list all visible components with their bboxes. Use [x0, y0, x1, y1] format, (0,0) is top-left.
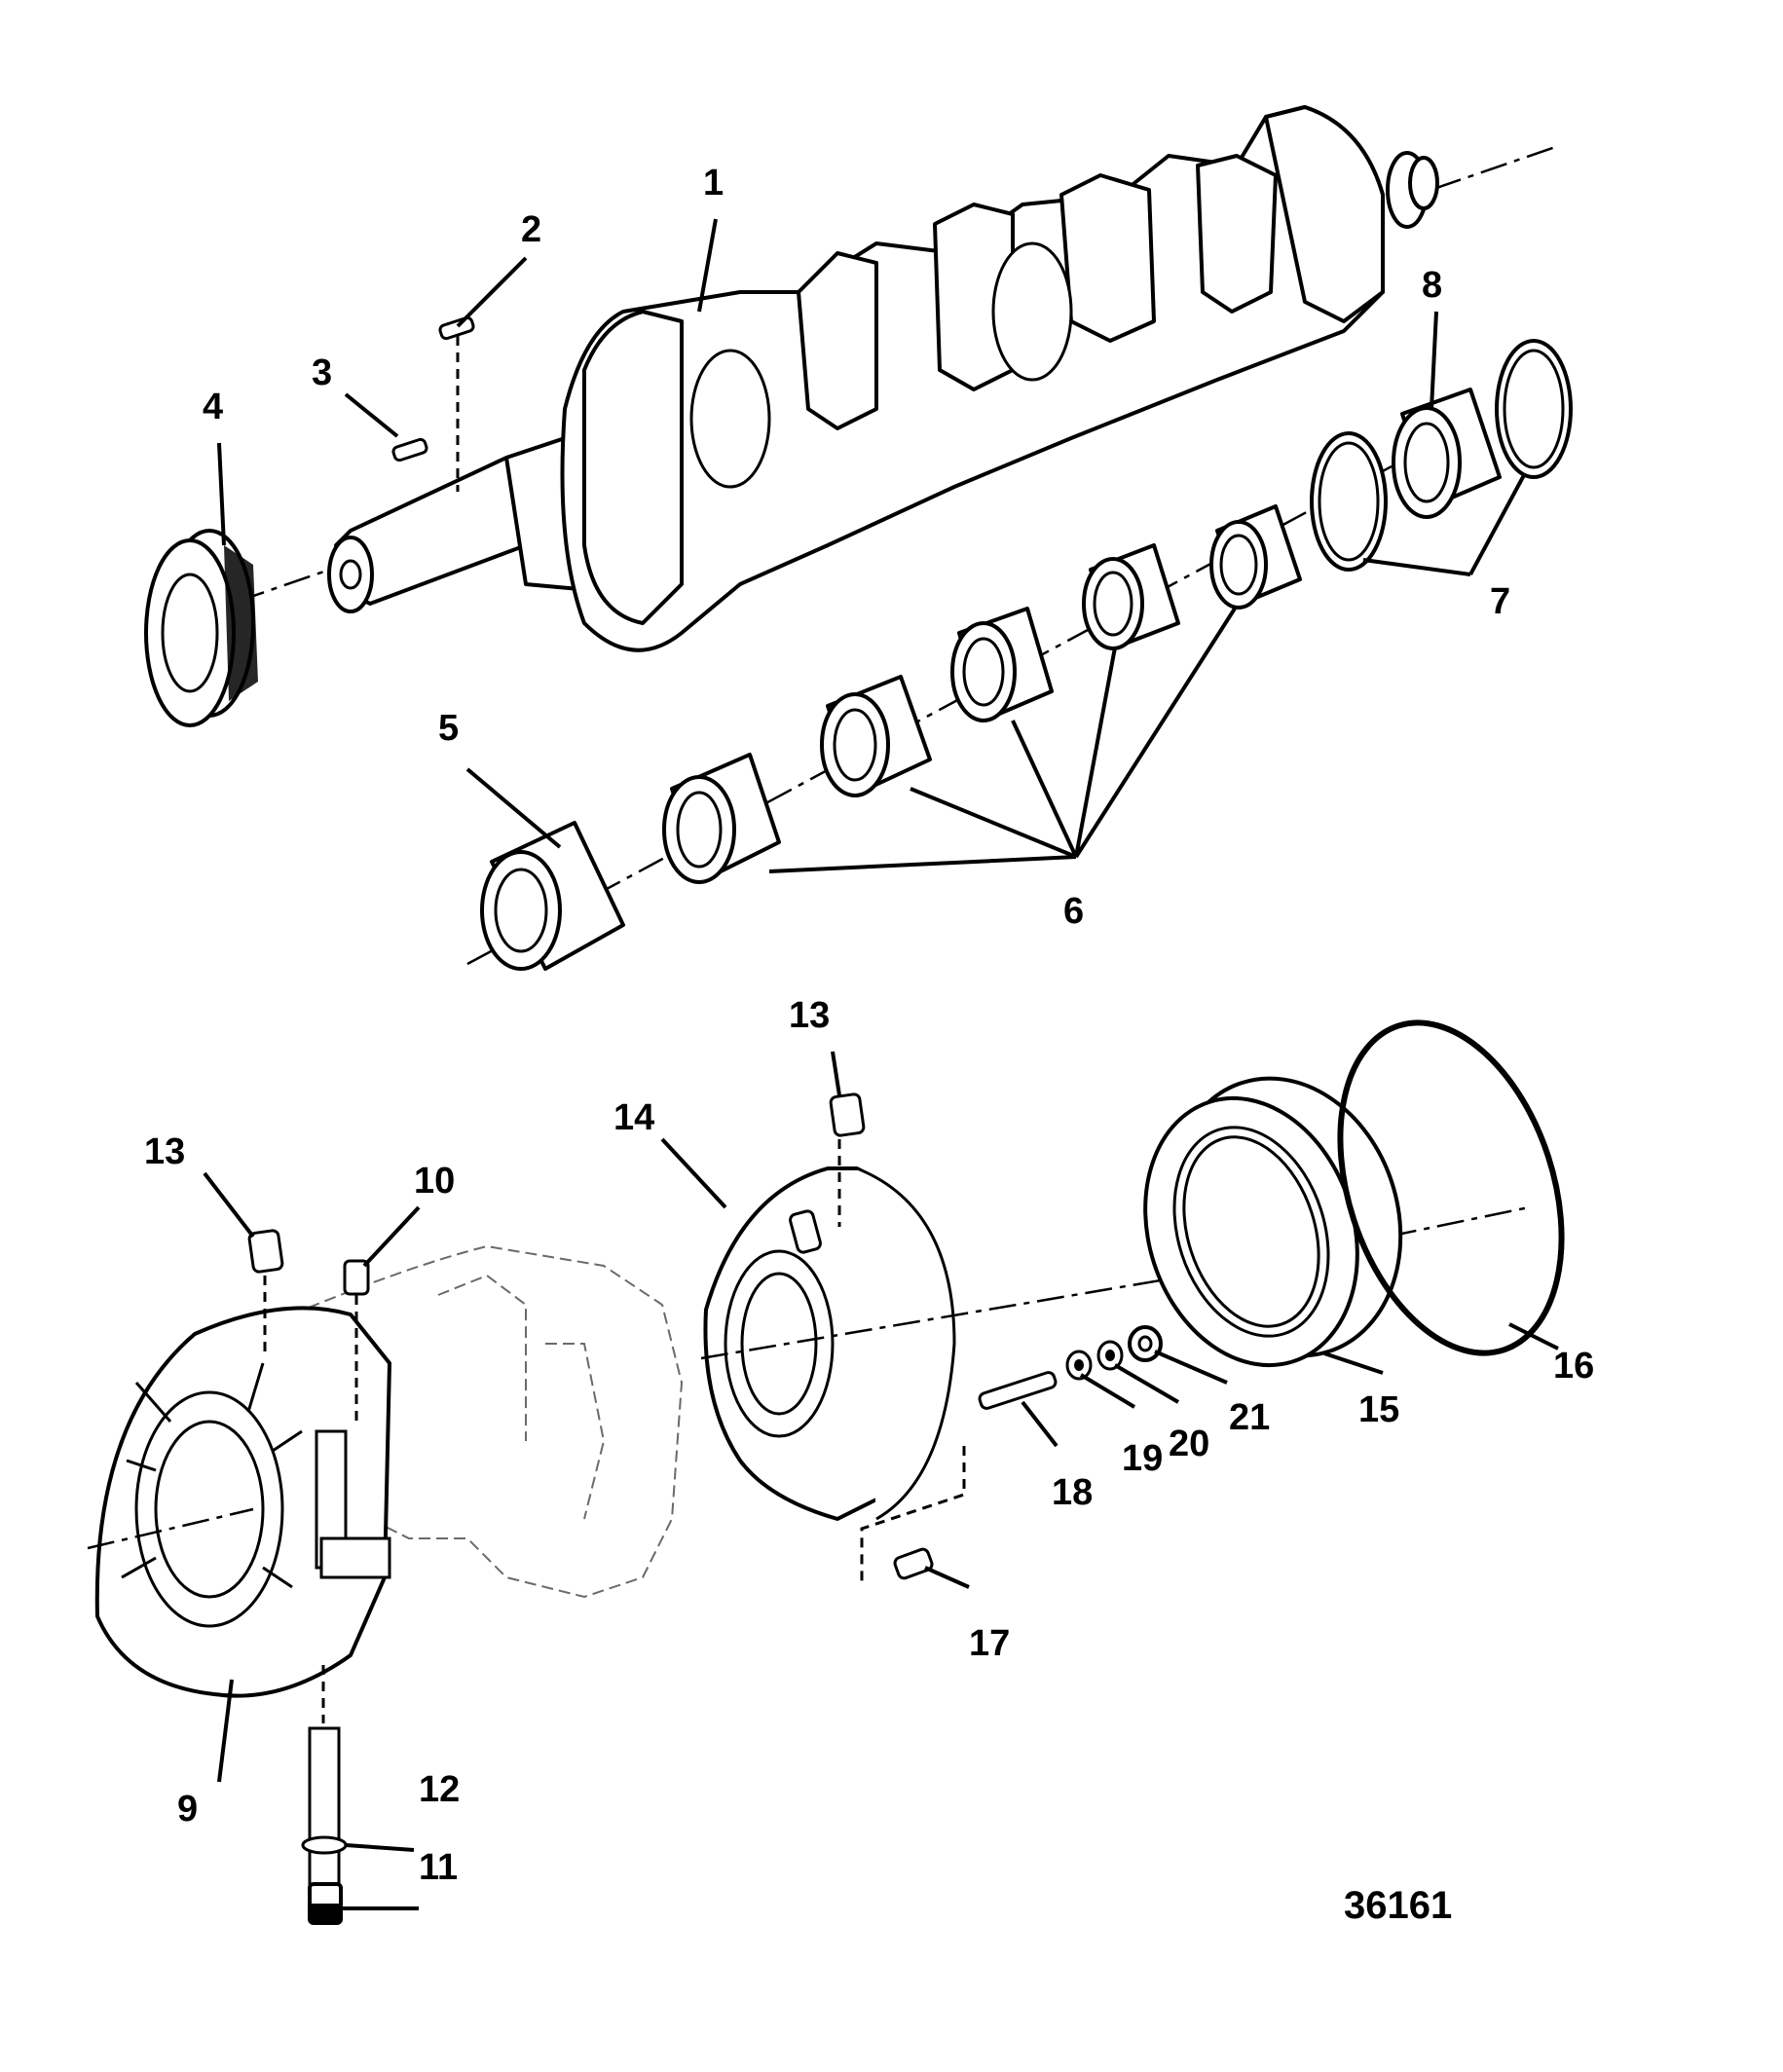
- dowel-pin-13-right: [829, 1092, 866, 1227]
- callout-6: 6: [1063, 891, 1084, 932]
- callout-13-left: 13: [144, 1131, 185, 1172]
- callout-9: 9: [177, 1789, 198, 1830]
- callout-2: 2: [521, 209, 541, 250]
- crankshaft-reference-outline: [290, 1244, 684, 1599]
- callout-1: 1: [703, 163, 724, 204]
- callout-19: 19: [1122, 1438, 1163, 1479]
- crankshaft: [145, 105, 1559, 652]
- stud: [978, 1371, 1058, 1410]
- callout-11: 11: [419, 1847, 458, 1888]
- callout-4: 4: [203, 387, 223, 427]
- mounting-bolt: [301, 1665, 348, 1925]
- o-ring: [1337, 1019, 1565, 1356]
- main-bearing-set: [662, 504, 1302, 884]
- thrust-bearing: [1392, 388, 1502, 519]
- callout-15: 15: [1358, 1389, 1399, 1430]
- key-3: [391, 437, 428, 462]
- callout-8: 8: [1422, 265, 1442, 306]
- callout-3: 3: [312, 352, 332, 393]
- front-cover: [87, 1306, 391, 1698]
- leader-lines: [203, 218, 1559, 1910]
- callout-labels: 1 2 3 4 5 6 7 8 9 10 11 12 13 13 14 15 1…: [144, 163, 1594, 1888]
- dowel-pin-10: [343, 1259, 370, 1422]
- washer-19: [1065, 1350, 1093, 1381]
- callout-17: 17: [969, 1623, 1010, 1664]
- dowel-pin-17: [860, 1446, 966, 1587]
- figure-reference-number: 36161: [1344, 1884, 1452, 1927]
- callout-12: 12: [419, 1769, 460, 1810]
- crankshaft-gear: [144, 529, 258, 727]
- thrust-washers: [1310, 339, 1573, 572]
- callout-7: 7: [1490, 581, 1510, 622]
- callout-20: 20: [1169, 1424, 1209, 1464]
- callout-18: 18: [1052, 1472, 1093, 1513]
- callout-10: 10: [414, 1161, 455, 1202]
- dowel-pin-13-left: [247, 1229, 284, 1353]
- pump-housing: [700, 1166, 1530, 1521]
- main-bearing-front: [466, 417, 1481, 971]
- callout-14: 14: [613, 1097, 654, 1138]
- callout-16: 16: [1553, 1346, 1594, 1387]
- key-2: [438, 315, 475, 492]
- callout-13-right: 13: [789, 995, 830, 1036]
- callout-21: 21: [1229, 1397, 1270, 1438]
- callout-5: 5: [438, 708, 459, 749]
- nut-21: [1128, 1325, 1163, 1362]
- lock-washer-20: [1096, 1340, 1124, 1371]
